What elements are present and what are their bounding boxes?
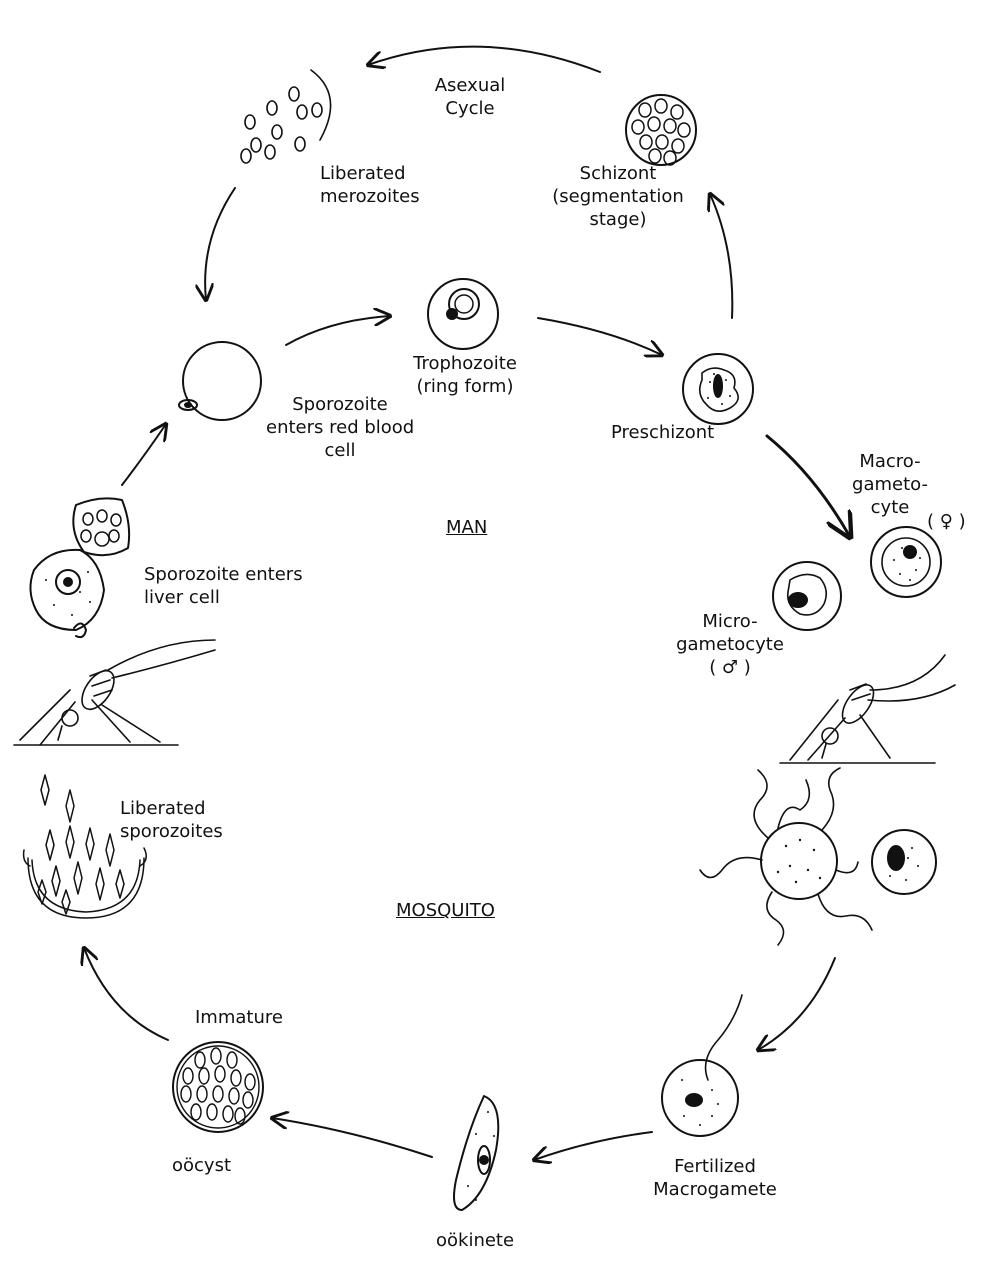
cycle-arrows	[84, 45, 850, 1160]
microgametocyte-icon	[772, 561, 842, 631]
label-microgametocyte: Micro- gametocyte ( ♂ )	[676, 611, 784, 678]
label-sporozoite-enters-liver: Sporozoite enters liver cell	[144, 564, 303, 608]
arrow-gametes-to-fertilized	[758, 957, 836, 1050]
label-preschizont: Preschizont	[611, 422, 715, 443]
label-liberated-merozoites: Liberated merozoites	[320, 163, 420, 207]
label-female-symbol: ( ♀ )	[927, 511, 966, 532]
arrow-oocyst-to-sporozoites	[84, 948, 169, 1041]
label-fertilized-macrogamete: Fertilized Macrogamete	[653, 1156, 777, 1200]
arrow-merozoites-to-rbc	[205, 187, 236, 300]
arrow-ookinete-to-oocyst	[272, 1118, 433, 1158]
label-immature: Immature	[195, 1007, 283, 1028]
macrogametocyte-icon	[870, 526, 942, 598]
arrow-preschizont-to-gametocytes	[765, 434, 850, 537]
merozoites-icon	[240, 69, 332, 164]
label-oocyst: oöcyst	[172, 1155, 232, 1176]
arrow-schizont-to-merozoites	[368, 45, 601, 73]
exflagellation-icon	[699, 767, 937, 946]
label-mosquito: MOSQUITO	[396, 900, 495, 921]
arrow-trophozoite-to-preschizont	[537, 317, 662, 355]
red-blood-cell-icon	[178, 341, 262, 421]
arrow-liver-to-rbc	[121, 424, 166, 486]
label-asexual-cycle: Asexual Cycle	[434, 75, 506, 119]
mosquito-right-icon	[779, 654, 956, 764]
label-sporozoite-enters-rbc: Sporozoite enters red blood cell	[266, 394, 415, 461]
label-macrogametocyte: Macro- gameto- cyte	[852, 451, 928, 518]
label-liberated-sporozoites: Liberated sporozoites	[120, 798, 223, 842]
liver-cell-icon	[29, 497, 131, 639]
arrow-preschizont-to-schizont	[710, 194, 734, 319]
label-man: MAN	[446, 517, 488, 538]
label-schizont: Schizont (segmentation stage)	[552, 163, 684, 230]
ookinete-icon	[453, 1095, 500, 1211]
schizont-icon	[625, 94, 697, 166]
sporozoites-icon	[22, 774, 147, 919]
arrow-fertilized-to-ookinete	[534, 1131, 653, 1160]
mosquito-left-icon	[13, 639, 216, 746]
label-ookinete: oökinete	[436, 1230, 515, 1251]
trophozoite-icon	[427, 278, 499, 350]
oocyst-icon	[172, 1041, 264, 1133]
fertilized-macrogamete-icon	[661, 994, 743, 1137]
preschizont-icon	[682, 353, 754, 425]
arrow-rbc-to-trophozoite	[285, 316, 390, 346]
label-trophozoite: Trophozoite (ring form)	[413, 353, 517, 397]
